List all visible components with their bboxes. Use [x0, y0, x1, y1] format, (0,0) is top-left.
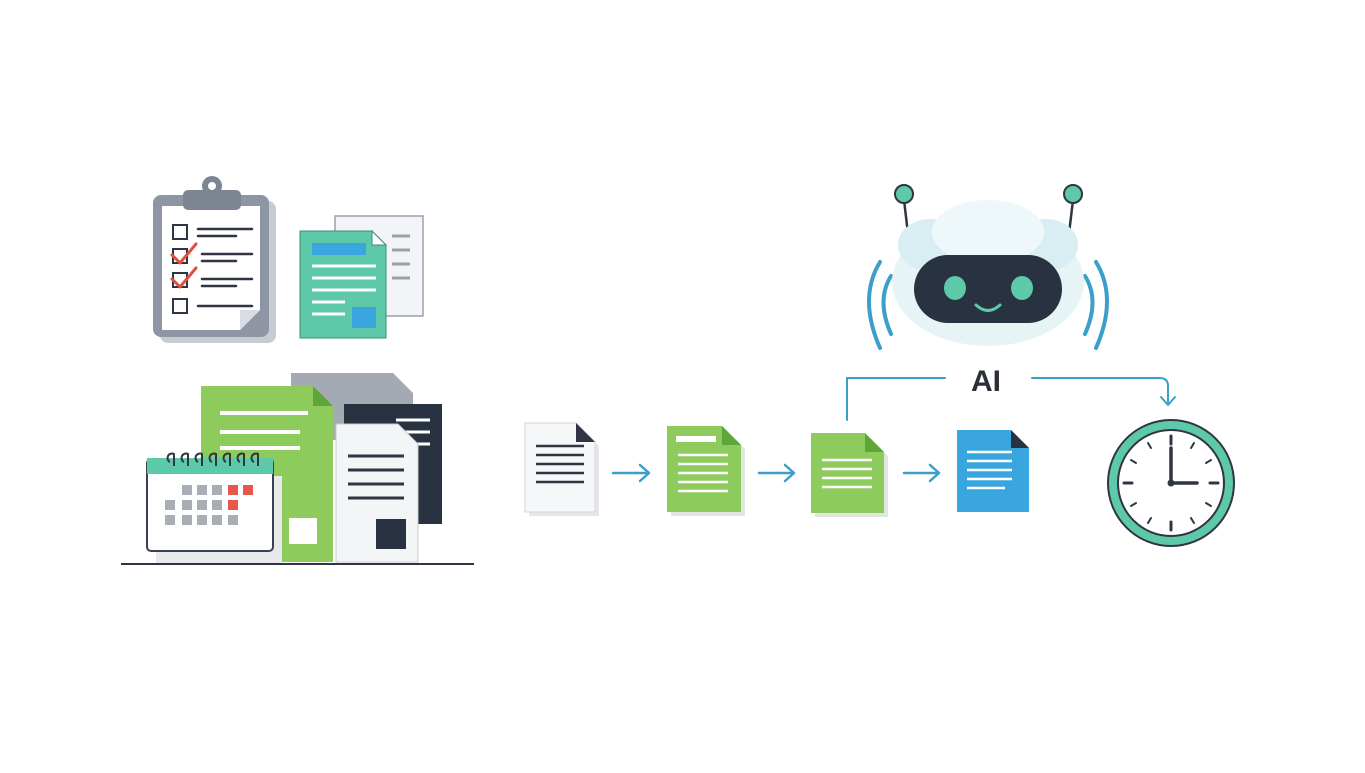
pipeline-arrow	[902, 463, 941, 483]
clipboard-checklist-icon	[153, 176, 276, 343]
paper-stack-icon	[201, 373, 442, 563]
clock-icon	[1107, 419, 1235, 547]
pipeline-stage-green-1	[667, 426, 745, 516]
robot-icon	[867, 184, 1109, 350]
pipeline-stage-green-2	[811, 433, 888, 517]
pipeline-stage-blue	[957, 430, 1029, 512]
ai-label: AI	[971, 365, 1001, 398]
document-copy-icon	[299, 215, 424, 339]
pipeline-arrow	[611, 463, 651, 483]
calendar-icon	[121, 452, 474, 565]
ai-connector	[846, 377, 1176, 421]
pipeline-stage-plain	[524, 422, 599, 516]
pipeline-arrow	[757, 463, 796, 483]
